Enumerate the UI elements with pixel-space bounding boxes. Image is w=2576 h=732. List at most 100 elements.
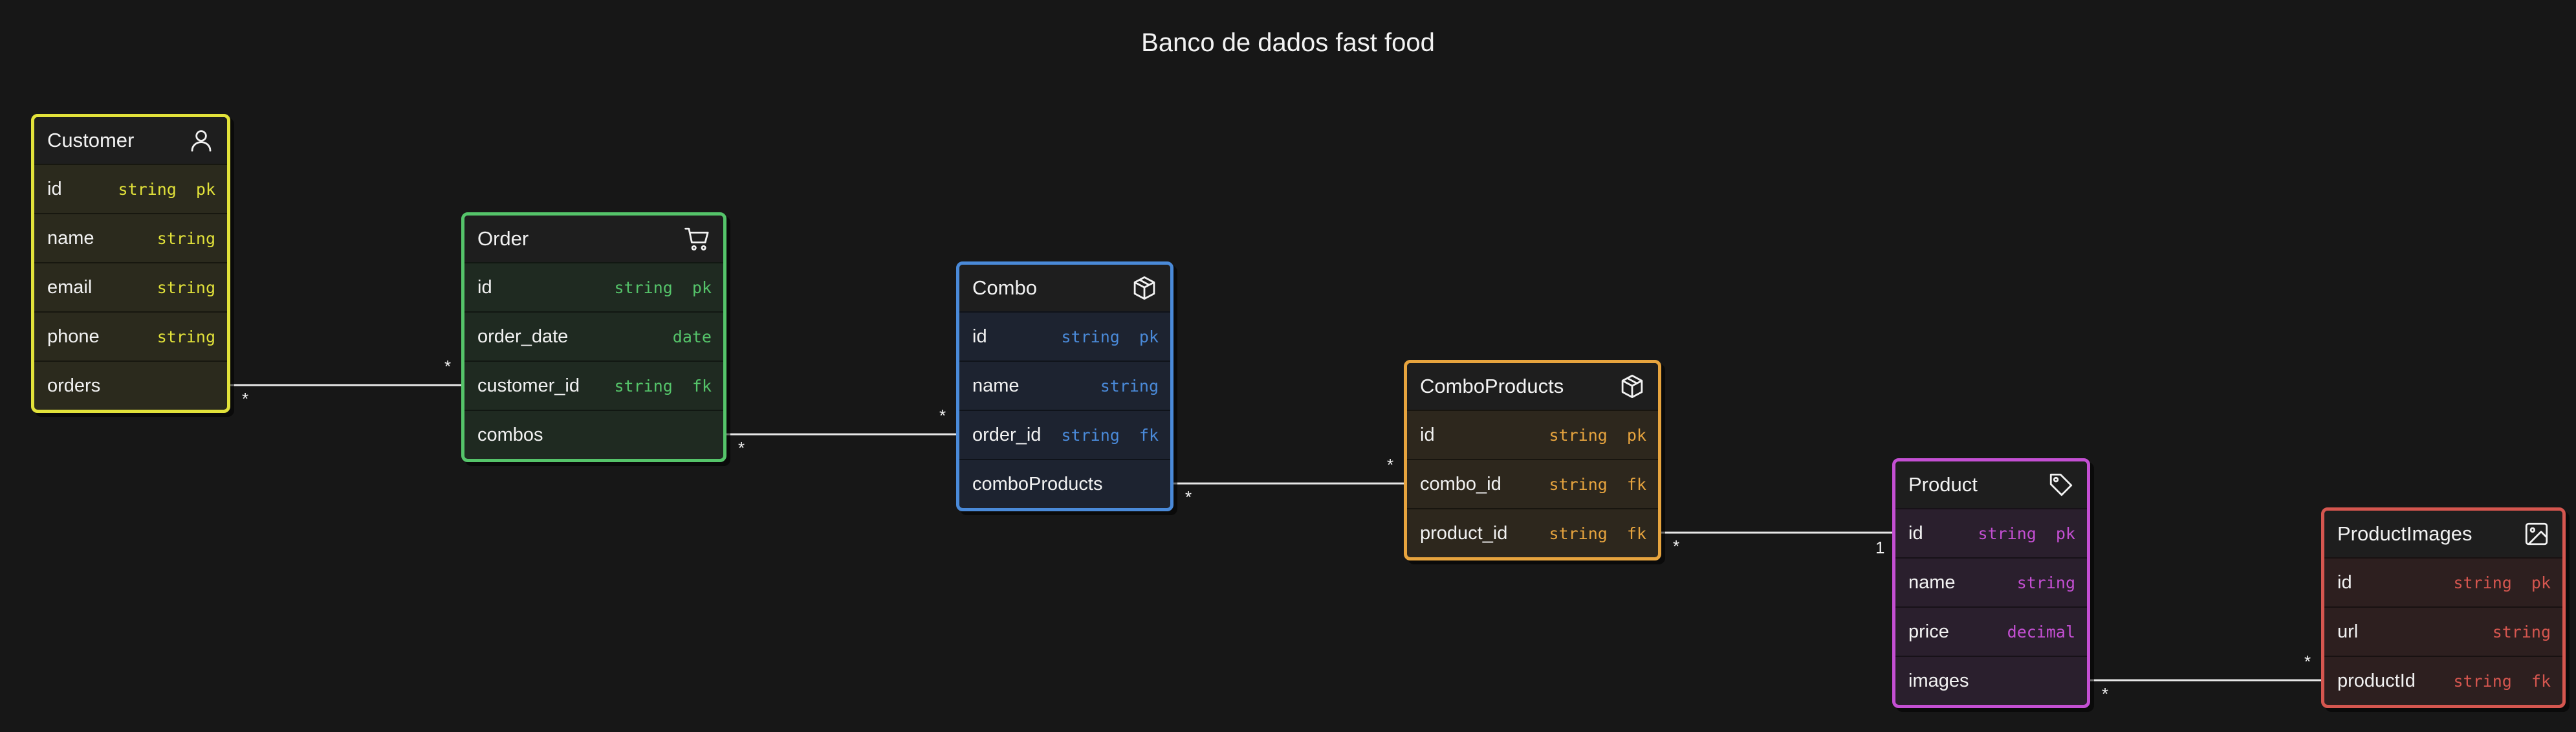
cardinality-label: * xyxy=(2304,652,2311,671)
field-row-email[interactable]: email string xyxy=(34,262,227,311)
field-row-combos[interactable]: combos xyxy=(464,410,723,459)
field-name: email xyxy=(47,276,93,298)
field-row-images[interactable]: images xyxy=(1895,656,2087,705)
field-name: combo_id xyxy=(1420,473,1501,494)
table-header[interactable]: Order xyxy=(464,216,723,262)
table-name: ProductImages xyxy=(2337,522,2472,545)
table-combo[interactable]: Combo id string pk name string order_id string… xyxy=(956,261,1173,511)
box-icon xyxy=(1618,372,1646,401)
field-type: date xyxy=(672,327,712,346)
field-name: productId xyxy=(2337,670,2416,691)
field-type: string pk xyxy=(2453,573,2551,592)
tag-icon xyxy=(2047,471,2075,499)
field-type: string xyxy=(157,278,215,297)
field-row-id[interactable]: id string pk xyxy=(1407,410,1658,459)
cardinality-label: * xyxy=(1387,455,1394,474)
table-customer[interactable]: Customer id string pk name string email string… xyxy=(31,114,230,413)
diagram-title: Banco de dados fast food xyxy=(1141,28,1435,57)
cardinality-label: * xyxy=(738,438,745,458)
field-name: combos xyxy=(477,424,543,445)
field-name: order_id xyxy=(972,424,1042,445)
field-row-combo_id[interactable]: combo_id string fk xyxy=(1407,459,1658,508)
table-header[interactable]: Product xyxy=(1895,461,2087,508)
field-name: id xyxy=(1908,522,1923,544)
table-name: Customer xyxy=(47,129,135,151)
cardinality-label: * xyxy=(1673,537,1680,556)
table-product[interactable]: Product id string pk name string price decimal… xyxy=(1892,458,2090,708)
field-type: string pk xyxy=(118,179,215,199)
field-name: price xyxy=(1908,621,1949,642)
box-icon xyxy=(1130,274,1159,302)
field-type: string xyxy=(157,228,215,248)
field-type: string pk xyxy=(614,278,712,297)
field-type: string pk xyxy=(1978,524,2075,543)
field-name: product_id xyxy=(1420,522,1508,544)
cardinality-label: * xyxy=(2102,684,2109,704)
field-name: id xyxy=(1420,424,1435,445)
field-type: string fk xyxy=(1549,474,1646,494)
field-row-product_id[interactable]: product_id string fk xyxy=(1407,508,1658,557)
field-row-name[interactable]: name string xyxy=(34,213,227,262)
table-header[interactable]: Combo xyxy=(959,265,1170,311)
field-row-id[interactable]: id string pk xyxy=(464,262,723,311)
cardinality-label: * xyxy=(444,357,452,376)
table-header[interactable]: Customer xyxy=(34,117,227,164)
field-name: order_date xyxy=(477,326,569,347)
shopping-cart-icon xyxy=(683,225,712,253)
field-row-id[interactable]: id string pk xyxy=(959,311,1170,360)
field-name: id xyxy=(47,178,62,199)
cardinality-label: * xyxy=(1185,487,1192,507)
field-row-url[interactable]: url string xyxy=(2324,606,2562,656)
field-type: string fk xyxy=(2453,671,2551,691)
field-name: id xyxy=(2337,571,2352,593)
field-name: comboProducts xyxy=(972,473,1103,494)
table-order[interactable]: Order id string pk order_date date customer_i… xyxy=(461,212,726,462)
field-type: string xyxy=(2016,573,2075,592)
field-row-price[interactable]: price decimal xyxy=(1895,606,2087,656)
table-productimages[interactable]: ProductImages id string pk url string product… xyxy=(2321,507,2566,708)
user-icon xyxy=(187,126,215,155)
field-name: url xyxy=(2337,621,2359,642)
field-name: orders xyxy=(47,375,101,396)
field-row-comboProducts[interactable]: comboProducts xyxy=(959,459,1170,508)
table-name: Order xyxy=(477,227,529,250)
field-row-id[interactable]: id string pk xyxy=(2324,557,2562,606)
field-type: string xyxy=(1100,376,1159,395)
field-type: decimal xyxy=(2007,622,2075,641)
field-name: name xyxy=(972,375,1020,396)
field-row-order_date[interactable]: order_date date xyxy=(464,311,723,360)
table-name: Product xyxy=(1908,473,1978,496)
field-row-id[interactable]: id string pk xyxy=(1895,508,2087,557)
field-name: images xyxy=(1908,670,1969,691)
field-type: string pk xyxy=(1549,425,1646,445)
field-row-productId[interactable]: productId string fk xyxy=(2324,656,2562,705)
image-icon xyxy=(2522,520,2551,548)
cardinality-label: * xyxy=(242,389,249,408)
field-row-order_id[interactable]: order_id string fk xyxy=(959,410,1170,459)
field-row-id[interactable]: id string pk xyxy=(34,164,227,213)
field-name: name xyxy=(47,227,94,249)
table-header[interactable]: ProductImages xyxy=(2324,511,2562,557)
field-row-name[interactable]: name string xyxy=(1895,557,2087,606)
table-name: ComboProducts xyxy=(1420,375,1564,397)
field-name: id xyxy=(477,276,492,298)
table-name: Combo xyxy=(972,276,1037,299)
field-type: string pk xyxy=(1061,327,1159,346)
field-row-name[interactable]: name string xyxy=(959,360,1170,410)
field-name: name xyxy=(1908,571,1956,593)
field-name: customer_id xyxy=(477,375,580,396)
field-name: phone xyxy=(47,326,100,347)
field-row-orders[interactable]: orders xyxy=(34,360,227,410)
field-name: id xyxy=(972,326,987,347)
field-type: string fk xyxy=(1061,425,1159,445)
field-type: string fk xyxy=(1549,524,1646,543)
field-row-customer_id[interactable]: customer_id string fk xyxy=(464,360,723,410)
table-header[interactable]: ComboProducts xyxy=(1407,363,1658,410)
field-type: string fk xyxy=(614,376,712,395)
field-type: string xyxy=(2492,622,2551,641)
cardinality-label: * xyxy=(939,406,946,425)
